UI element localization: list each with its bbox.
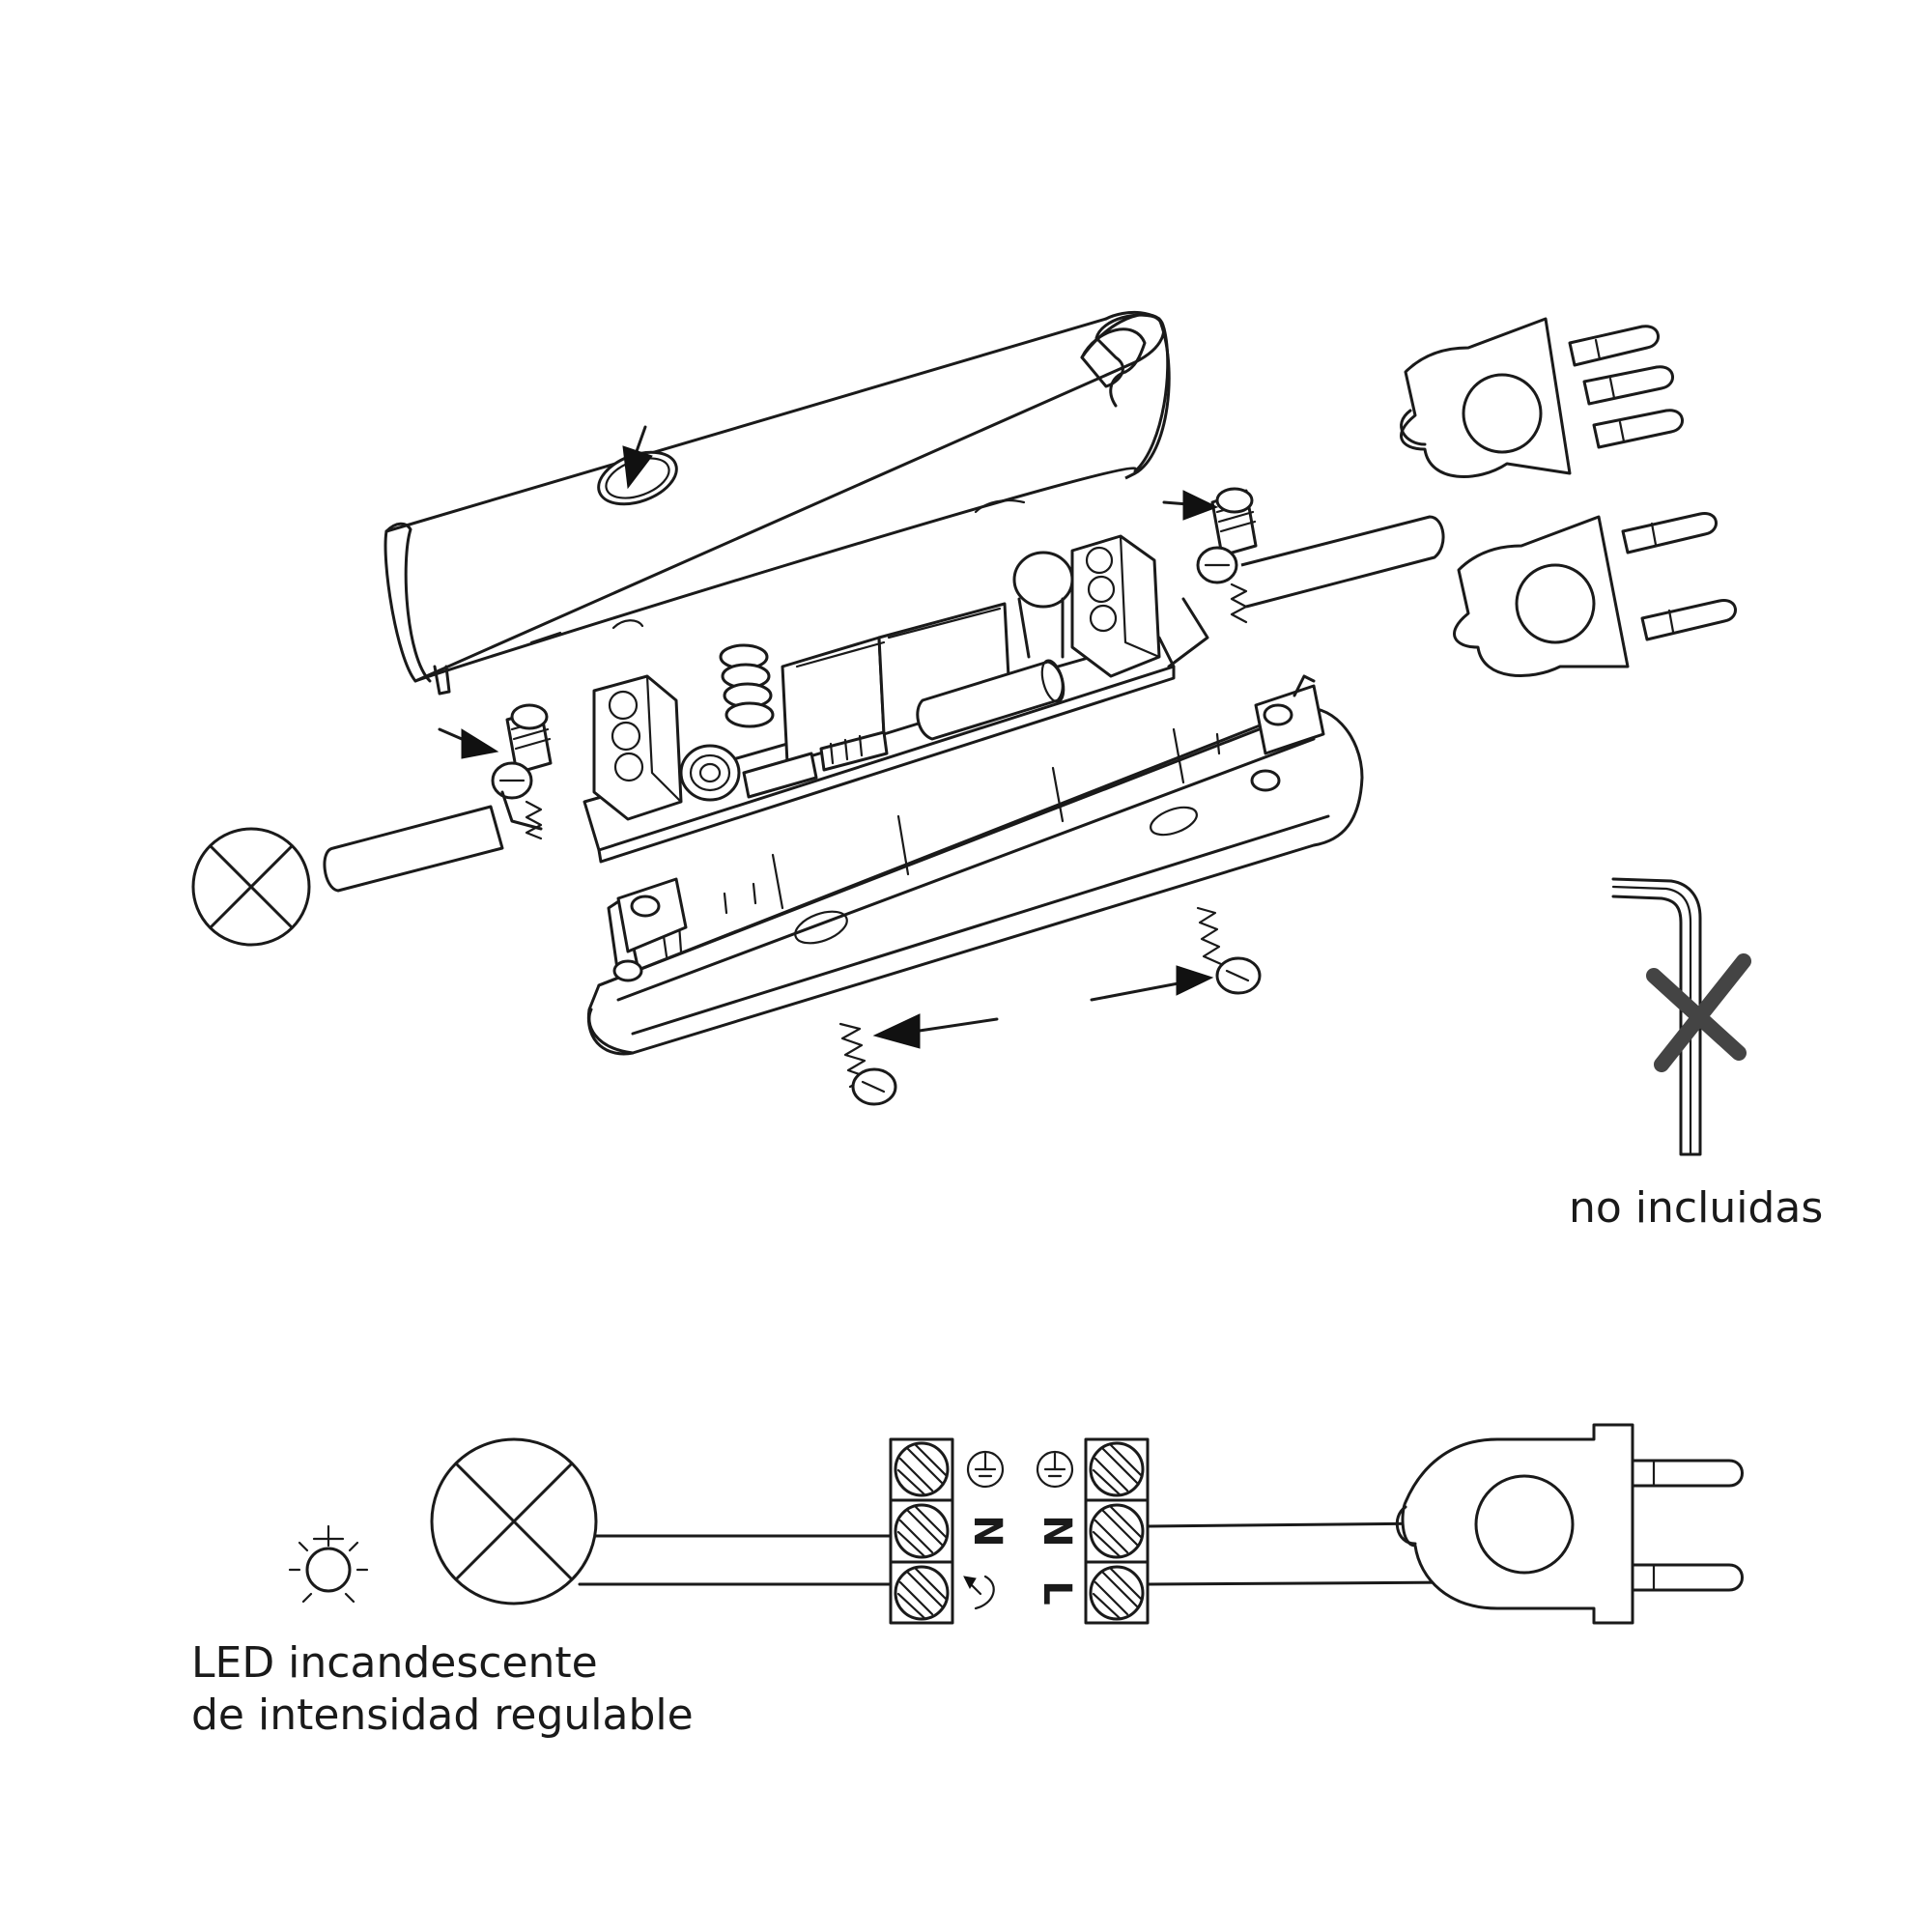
allen-key-icon [1611,877,1702,1156]
earth-ground-icon [966,1450,1005,1489]
housing-base [586,674,1364,1056]
lamp-symbol-icon [191,827,311,947]
arrow-icon [1090,965,1214,1002]
plug-two-pin-icon [1453,512,1737,677]
terminal-label-neutral-output: N [965,1515,1009,1547]
lamp-symbol-icon [430,1437,598,1605]
screw-icon [838,1022,897,1106]
arrow-icon [872,1013,999,1049]
coil-icon [719,643,775,728]
cable-clamp-left [491,703,553,840]
plug-two-pin-icon [1395,1423,1744,1625]
terminal-label-neutral-input: N [1035,1515,1079,1547]
not-included-label: no incluidas [1569,1183,1824,1233]
plug-three-pin-icon [1400,317,1684,478]
circuit-board [582,534,1176,864]
lamp-type-label-line1: LED incandescente [191,1638,598,1688]
terminal-label-live-input: L [1035,1580,1079,1605]
lamp-type-label-line2: de intensidad regulable [191,1690,694,1740]
terminal-block-input [1084,1437,1150,1625]
output-cable [1240,515,1445,609]
cable-clamp-right [1167,487,1258,668]
lamp-wires [578,1534,893,1586]
earth-ground-icon [1036,1450,1074,1489]
cross-mark-icon [1646,953,1751,1072]
plug-wires [1146,1521,1461,1586]
terminal-block-output [889,1437,954,1625]
screw-icon [1196,906,1262,995]
dimmer-arrow-icon [963,1575,995,1610]
input-cable [323,805,504,893]
arrow-icon [438,727,499,759]
led-bulb-icon [288,1524,369,1604]
arrow-icon [1162,490,1219,521]
dimmer-knob-icon [679,744,741,802]
arrow-icon [622,425,653,490]
housing-top-cover [384,310,1171,696]
